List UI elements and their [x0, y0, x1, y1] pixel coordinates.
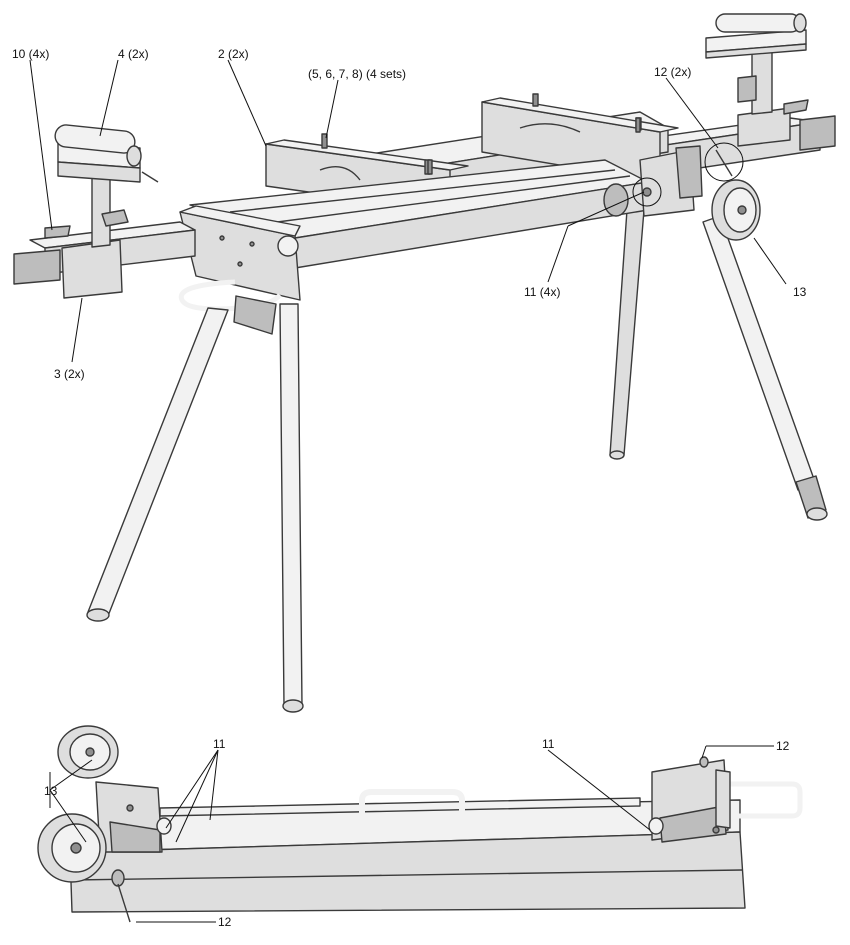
leg-bracket — [233, 295, 277, 335]
left-extension-arm — [13, 221, 196, 299]
folded-handle-center — [359, 789, 465, 830]
right-mounting-bracket — [481, 93, 679, 183]
right-front-leg — [702, 215, 828, 521]
front-left-leg — [86, 307, 229, 622]
leader-lines — [29, 59, 787, 923]
folded-pins — [111, 756, 709, 923]
front-center-leg — [279, 303, 304, 713]
right-end-hardware — [603, 142, 744, 217]
label-part-4: 4 (2x) — [118, 47, 149, 61]
folded-wheel-lower — [37, 813, 107, 883]
label-part-11-top: 11 (4x) — [524, 285, 560, 299]
rear-right-leg — [609, 209, 645, 460]
label-part-2: 2 (2x) — [218, 47, 249, 61]
label-parts-5-8: (5, 6, 7, 8) (4 sets) — [308, 67, 406, 81]
folded-stand — [37, 725, 803, 923]
label-part-12-bottom-left: 12 — [218, 915, 232, 929]
assembled-stand — [13, 13, 836, 713]
mounting-bolts — [427, 117, 641, 175]
left-roller-support — [44, 124, 159, 248]
label-part-3: 3 (2x) — [54, 367, 85, 381]
folded-wheel-upper — [57, 725, 119, 779]
label-part-10: 10 (4x) — [12, 47, 49, 61]
label-part-12-bottom-right: 12 — [776, 739, 790, 753]
callout-labels: 10 (4x) 4 (2x) 2 (2x) (5, 6, 7, 8) (4 se… — [12, 47, 807, 929]
folded-right-handle — [715, 769, 803, 829]
label-part-13-bottom: 13 — [44, 784, 58, 798]
label-part-12-top: 12 (2x) — [654, 65, 691, 79]
right-roller-support — [705, 13, 809, 115]
folded-right-bracket — [651, 759, 729, 843]
wheel-top — [711, 179, 761, 241]
label-part-13-top: 13 — [793, 285, 807, 299]
label-part-11-bottom-right: 11 — [542, 737, 555, 751]
label-part-11-bottom-left: 11 — [213, 737, 226, 751]
folded-rail — [69, 797, 746, 913]
left-end-cap — [179, 205, 301, 301]
folded-left-bracket — [95, 781, 163, 853]
